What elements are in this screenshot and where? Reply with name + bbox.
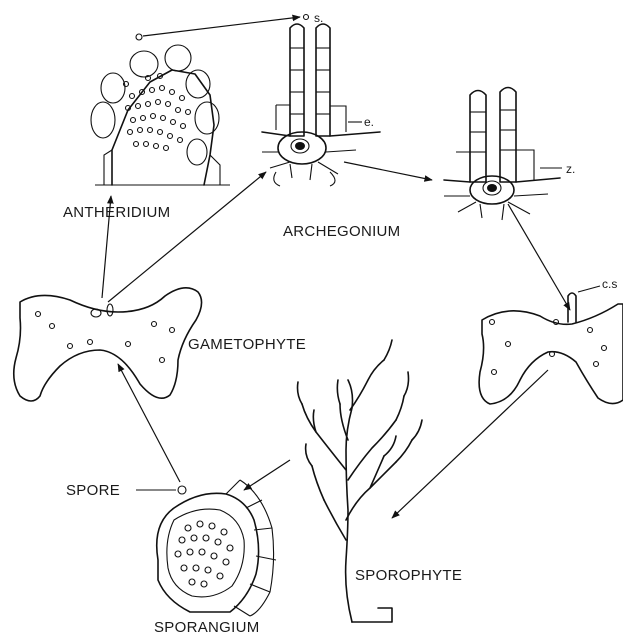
sperm-dot bbox=[304, 15, 309, 20]
arrow-archegonium-to-zygote bbox=[344, 162, 432, 180]
antheridium-drawing bbox=[91, 34, 230, 185]
arrow-spore-to-gametophyte bbox=[118, 364, 180, 482]
gametophyte-drawing bbox=[14, 288, 202, 401]
young-sporophyte-pointer bbox=[578, 286, 600, 292]
young-sporophyte-label: c.s bbox=[602, 277, 617, 291]
sporophyte-label: SPOROPHYTE bbox=[355, 567, 462, 584]
archegonium-drawing bbox=[262, 24, 380, 186]
arrow-zygote-to-young-sporophyte bbox=[508, 204, 570, 310]
arrow-sperm-to-archegonium bbox=[143, 17, 300, 36]
spore-label: SPORE bbox=[66, 482, 120, 499]
arrow-young-sporophyte-to-sporophyte bbox=[392, 370, 548, 518]
arrow-gametophyte-to-archegonium bbox=[108, 172, 266, 302]
sperm-label: s. bbox=[314, 11, 323, 25]
sporangium-label: SPORANGIUM bbox=[154, 619, 260, 635]
arrow-sporophyte-to-sporangium bbox=[244, 460, 290, 490]
egg-label: e. bbox=[364, 115, 374, 129]
young-sporophyte-drawing bbox=[479, 293, 623, 404]
sporangium-drawing bbox=[157, 480, 276, 616]
zygote-archegonium-drawing bbox=[444, 88, 560, 221]
archegonium-label: ARCHEGONIUM bbox=[283, 223, 400, 240]
gametophyte-label: GAMETOPHYTE bbox=[188, 336, 306, 353]
spore-dot bbox=[178, 486, 186, 494]
zygote-label: z. bbox=[566, 162, 575, 176]
antheridium-label: ANTHERIDIUM bbox=[63, 204, 170, 221]
